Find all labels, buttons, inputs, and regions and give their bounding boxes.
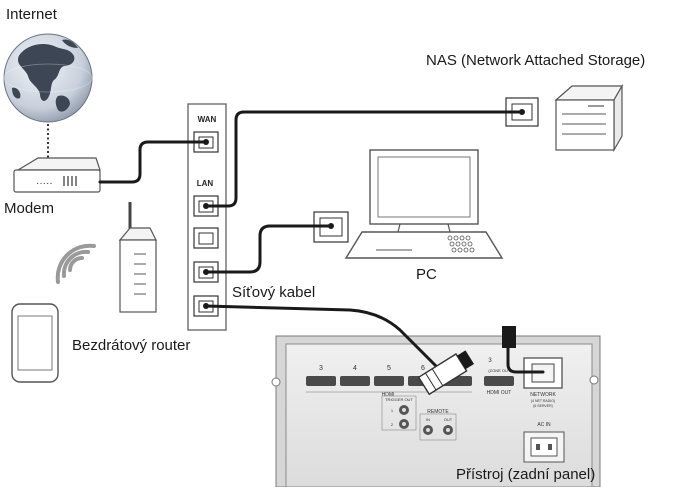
pc-connector-dot	[328, 223, 334, 229]
svg-text:·····: ·····	[36, 178, 53, 189]
zone-out-label: (ZONE OUT)	[488, 368, 512, 373]
trigger-out-label: TRIGGER OUT	[385, 397, 413, 402]
cable-lan-device	[204, 304, 440, 370]
modem-label: Modem	[4, 200, 55, 217]
network-sub2-label: (6 SERVER)	[533, 404, 553, 408]
network-label: NETWORK	[530, 392, 556, 398]
cable-label: Síťový kabel	[232, 284, 316, 301]
wan-connector-dot	[203, 139, 209, 145]
cable-modem-wan	[98, 140, 208, 184]
nas-label: NAS (Network Attached Storage)	[426, 52, 646, 69]
nas-icon	[554, 83, 624, 153]
router-label: Bezdrátový router	[72, 337, 191, 354]
ac-in-label: AC IN	[537, 422, 551, 428]
pc-icon	[344, 149, 504, 259]
remote-group: REMOTE IN OUT	[419, 409, 457, 441]
trigger-out-group: TRIGGER OUT 1 2	[381, 395, 417, 431]
lan3-connector-dot	[203, 269, 209, 275]
device-rear-panel: 3 4 5 6 7 HDMI 3 (ZONE OUT) HDMI OUT TRI…	[271, 335, 601, 487]
remote-in-label: IN	[426, 417, 430, 422]
hdmi-number-5: 5	[387, 365, 391, 372]
wan-label: WAN	[198, 115, 217, 124]
hdmi-out-number: 3	[488, 358, 492, 364]
cable-lan-nas	[204, 110, 524, 208]
hdmi-number-6: 6	[421, 365, 425, 372]
hdmi-number-3: 3	[319, 365, 323, 372]
wireless-router-icon	[118, 202, 157, 313]
cable-device-network	[506, 334, 545, 374]
lan1-connector-dot	[203, 203, 209, 209]
rj45-plug-icon	[417, 350, 474, 396]
router-port-panel: WAN LAN	[187, 103, 227, 331]
internet-globe-icon	[3, 33, 93, 123]
hdmi-number-4: 4	[353, 365, 357, 372]
trigger-2-label: 2	[391, 422, 394, 427]
pc-label: PC	[416, 266, 437, 283]
trigger-1-label: 1	[391, 408, 394, 413]
lan-label: LAN	[197, 179, 214, 188]
modem-icon: ·····	[13, 157, 101, 193]
cable-lan-pc	[204, 224, 333, 274]
hdmi-out-label: HDMI OUT	[487, 390, 512, 396]
remote-label: REMOTE	[427, 409, 449, 415]
lan-port-2	[193, 227, 219, 249]
wifi-signal-icon	[55, 243, 96, 284]
ac-in-socket	[523, 431, 565, 463]
network-sub1-label: (4 NET RADIO)	[531, 399, 555, 403]
device-label: Přístroj (zadní panel)	[456, 466, 596, 483]
smartphone-icon	[11, 303, 59, 383]
hdmi-label: HDMI	[382, 392, 395, 398]
nas-connector-dot	[519, 109, 525, 115]
cable-plug-stub	[502, 326, 516, 348]
lan4-connector-dot	[203, 303, 209, 309]
remote-out-label: OUT	[444, 417, 453, 422]
internet-label: Internet	[6, 6, 57, 23]
